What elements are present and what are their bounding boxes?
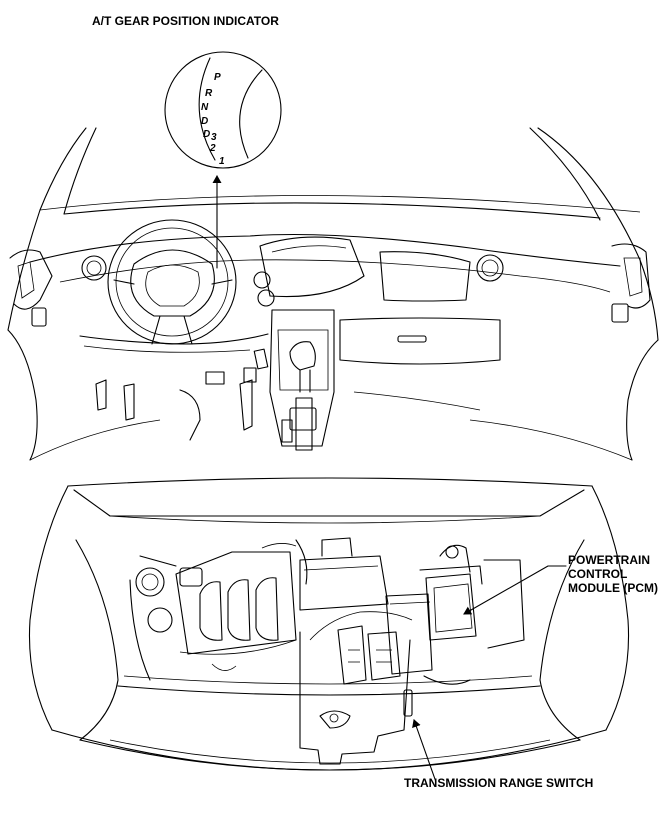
gear-2: 2 [209, 143, 216, 154]
pcm-label-line-1: POWERTRAIN [568, 553, 650, 567]
pcm-label-line-3: MODULE (PCM) [568, 581, 658, 595]
trs-leader-arrow [412, 719, 437, 783]
pcm-callout-label: POWERTRAIN CONTROL MODULE (PCM) [568, 553, 663, 595]
gear-indicator-detail: P R N D D 3 2 1 [164, 51, 282, 169]
gear-d: D [201, 116, 208, 127]
gear-1: 1 [219, 156, 225, 167]
gear-p: P [214, 72, 221, 83]
trs-callout-label: TRANSMISSION RANGE SWITCH [404, 776, 594, 790]
interior-illustration [7, 127, 659, 461]
engine-bay-illustration [28, 477, 630, 771]
pcm-label-line-2: CONTROL [568, 567, 628, 581]
gear-d3: D [203, 129, 210, 140]
gear-n: N [201, 102, 209, 113]
gear-r: R [205, 88, 213, 99]
gear-d3-subscript: 3 [211, 132, 217, 143]
pcm-leader-arrow [463, 565, 567, 615]
figure-title: A/T GEAR POSITION INDICATOR [92, 14, 279, 28]
